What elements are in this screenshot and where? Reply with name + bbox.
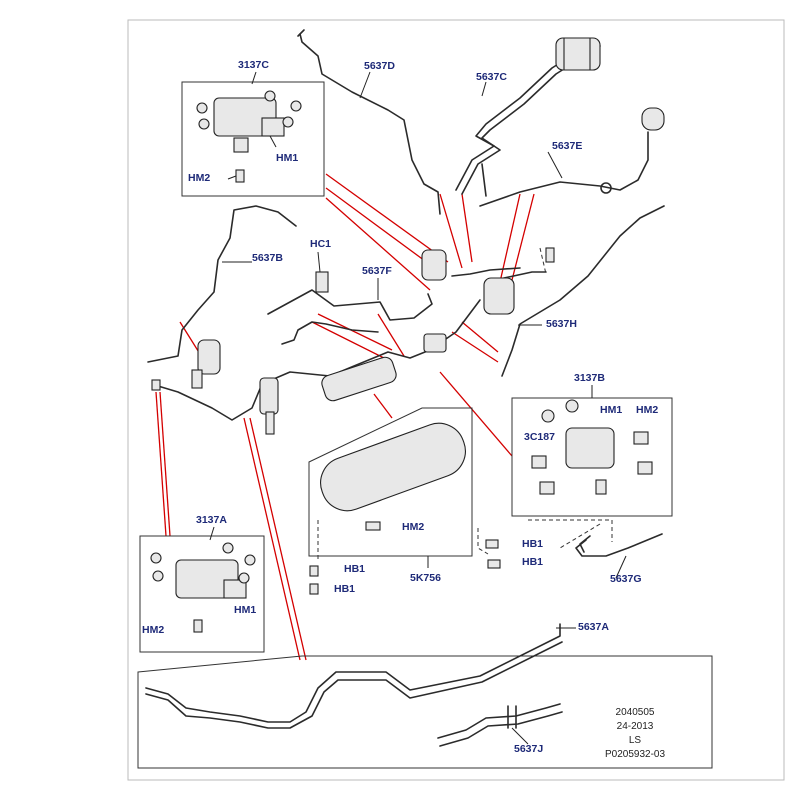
label-hm2-center: HM2 [402,521,425,533]
label-hb1-left-b: HB1 [334,583,356,595]
pipe-lines [145,29,665,747]
filter-cap [641,107,665,131]
air-spring-center-b [483,277,515,315]
label-3137a-hm1: HM1 [234,604,257,616]
valve-center [423,333,447,353]
label-5637c: 5637C [476,71,507,83]
label-5637e: 5637E [552,140,583,152]
reservoir-canister [555,37,601,71]
components [150,37,665,633]
label-3137a: 3137A [196,514,227,526]
sheet-border [127,19,785,781]
label-5637j: 5637J [514,743,544,755]
valve-block-3137a [175,559,239,599]
label-3c187: 3C187 [524,431,555,443]
label-5637d: 5637D [364,60,395,72]
label-3137b-hm1: HM1 [600,404,623,416]
label-hc1: HC1 [310,238,332,250]
sensor-hc1 [315,271,329,293]
meta-line-1: 2040505 [615,707,655,718]
label-3137b: 3137B [574,372,605,384]
label-5637g: 5637G [610,573,642,585]
drawing-metadata: 2040505 24-2013 LS P0205932-03 [590,706,680,762]
compressor-small [321,356,397,402]
meta-line-2: 24-2013 [616,721,654,732]
label-5637a: 5637A [578,621,609,633]
label-hb1-right-a: HB1 [522,538,544,550]
valve-block-3137c [213,97,277,137]
meta-line-3: LS [628,735,642,746]
valve-block-3137b [565,427,615,469]
label-5637b: 5637B [252,252,283,264]
dashed-leaders [317,247,613,560]
label-5637f: 5637F [362,265,392,277]
air-strut-rear [259,377,279,415]
label-5k756: 5K756 [410,572,441,584]
air-spring-left [197,339,221,375]
meta-line-4: P0205932-03 [604,749,666,760]
air-spring-center-a [421,249,447,281]
reservoir-5k756 [320,422,466,512]
label-3137b-hm2: HM2 [636,404,659,416]
label-hb1-right-b: HB1 [522,556,544,568]
label-3137c-hm1: HM1 [276,152,299,164]
label-3137a-hm2: HM2 [142,624,165,636]
label-hb1-left-a: HB1 [344,563,366,575]
label-3137c: 3137C [238,59,269,71]
label-5637h: 5637H [546,318,577,330]
label-3137c-hm2: HM2 [188,172,211,184]
label-ticks [209,71,627,745]
